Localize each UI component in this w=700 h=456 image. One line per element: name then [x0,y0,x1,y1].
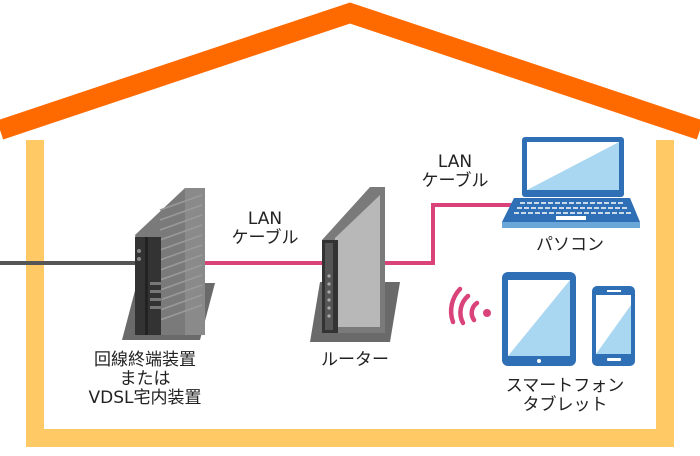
onu-label-line: 回線終端装置 [94,350,196,370]
tablet-icon [502,272,576,366]
house-icon [0,2,700,447]
laptop-icon [502,137,640,228]
onu-label-line: または [119,369,171,389]
lan-cable-1-label: LAN ケーブル [220,210,310,248]
smartphone-icon [592,286,635,366]
wifi-icon [448,286,491,326]
onu-label-line: VDSL宅内装置 [88,388,202,408]
lan-cable-2 [385,203,512,265]
mobile-label: スマートフォン タブレット [490,377,640,415]
lan-label-line: ケーブル [231,228,299,248]
lan-label-line: ケーブル [421,171,489,191]
lan-label-line: LAN [437,152,473,172]
router-label: ルーター [321,350,389,370]
mobile-label-line: タブレット [522,395,608,415]
onu-icon [122,188,215,340]
mobile-label-line: スマートフォン [505,376,625,396]
router-icon [310,187,400,342]
lan-cable-2-label: LAN ケーブル [410,153,500,191]
onu-label: 回線終端装置 または VDSL宅内装置 [60,351,230,408]
lan-label-line: LAN [247,209,283,229]
pc-label: パソコン [536,235,604,255]
